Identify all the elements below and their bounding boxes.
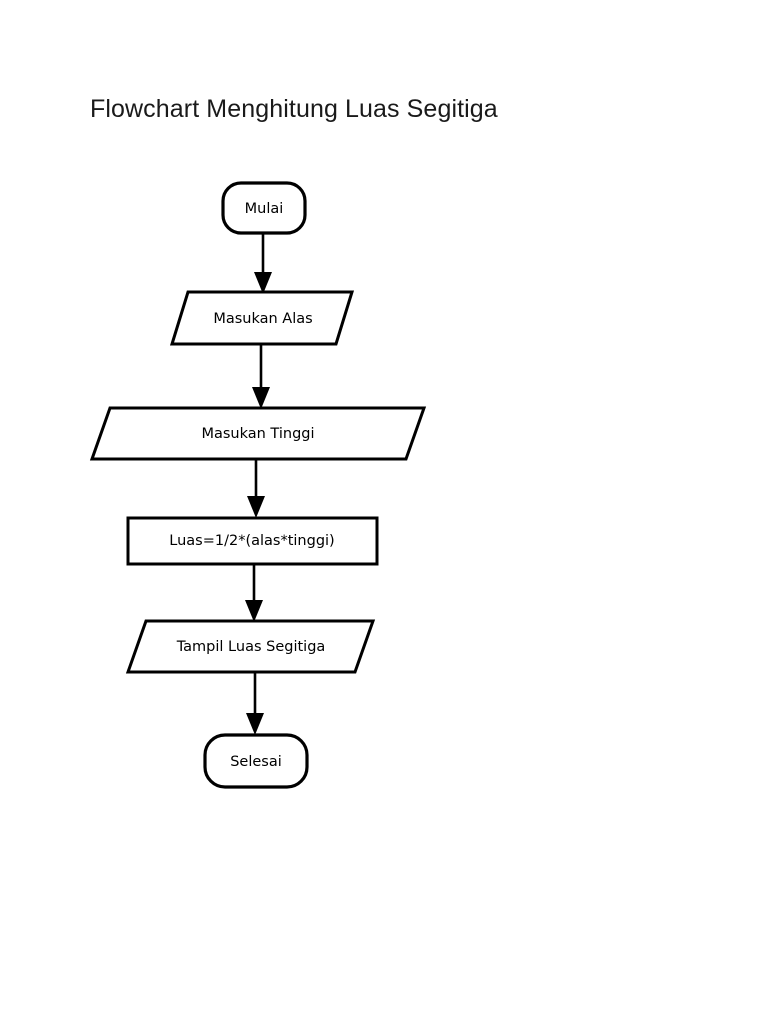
flow-node-input-alas[interactable]: Masukan Alas — [169, 290, 355, 346]
flow-node-input-tinggi[interactable]: Masukan Tinggi — [89, 406, 427, 461]
page-title: Flowchart Menghitung Luas Segitiga — [90, 95, 498, 123]
edge-input-tinggi-to-process-luas — [247, 460, 265, 518]
input-alas-node-shape — [169, 290, 355, 346]
end-node-label: Selesai — [230, 754, 282, 770]
output-luas-node-shape — [125, 619, 376, 674]
flow-node-output-luas[interactable]: Tampil Luas Segitiga — [125, 619, 376, 674]
output-luas-node-label: Tampil Luas Segitiga — [176, 639, 326, 655]
end-node-shape — [203, 733, 309, 789]
edge-start-to-input-alas — [254, 233, 272, 294]
start-node-shape — [221, 181, 307, 235]
edge-input-alas-to-input-tinggi — [252, 345, 270, 409]
input-alas-node-label: Masukan Alas — [213, 311, 312, 327]
flow-node-process-luas[interactable]: Luas=1/2*(alas*tinggi) — [126, 516, 379, 566]
flow-node-end[interactable]: Selesai — [203, 733, 309, 789]
edge-output-luas-to-end — [246, 673, 264, 735]
input-tinggi-node-label: Masukan Tinggi — [201, 426, 314, 442]
process-luas-node-shape — [126, 516, 379, 566]
flow-node-start[interactable]: Mulai — [221, 181, 307, 235]
start-node-label: Mulai — [245, 201, 284, 217]
edge-process-luas-to-output-luas — [245, 564, 263, 622]
input-tinggi-node-shape — [89, 406, 427, 461]
process-luas-node-label: Luas=1/2*(alas*tinggi) — [169, 533, 334, 549]
